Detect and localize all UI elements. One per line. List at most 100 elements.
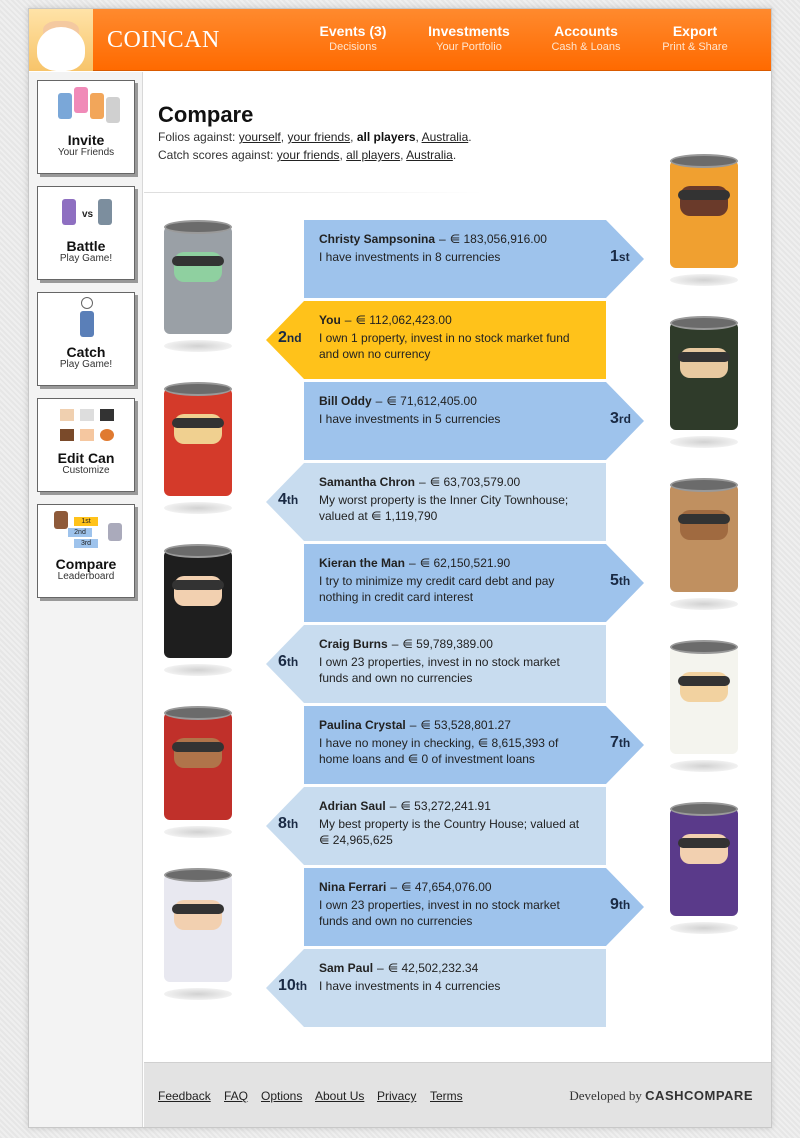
player-worth: ⋹ 53,528,801.27: [420, 718, 511, 732]
row-arrow-fill: [304, 382, 644, 460]
sidebar-compare-title: Compare: [55, 556, 117, 572]
footer-feedback-link[interactable]: Feedback: [158, 1089, 211, 1103]
rank-number: 4: [278, 491, 287, 508]
player-name: You: [319, 313, 341, 327]
folios-filter: Folios against: yourself, your friends, …: [158, 130, 472, 144]
nav-export[interactable]: Export Print & Share: [655, 23, 735, 53]
sidebar-catch-button[interactable]: Catch Play Game!: [37, 292, 135, 386]
player-description: I have investments in 8 currencies: [319, 250, 501, 264]
nav-investments[interactable]: Investments Your Portfolio: [421, 23, 517, 53]
player-can-avatar-icon[interactable]: [664, 312, 744, 448]
folios-prefix: Folios against:: [158, 130, 236, 144]
catch-friends-link[interactable]: your friends: [276, 148, 340, 162]
sidebar-battle-button[interactable]: vs Battle Play Game!: [37, 186, 135, 280]
player-can-avatar-icon[interactable]: [664, 636, 744, 772]
rank-number: 7: [610, 734, 619, 751]
player-can-avatar-icon[interactable]: [664, 474, 744, 610]
app-frame: ★ COINCAN Events (3) Decisions Investmen…: [28, 8, 772, 1128]
player-name: Craig Burns: [319, 637, 388, 651]
row-arrow-shape: [266, 787, 606, 865]
rank-number: 3: [610, 410, 619, 427]
footer-terms-link[interactable]: Terms: [430, 1089, 463, 1103]
nav-events-sub: Decisions: [329, 41, 377, 53]
nav-accounts[interactable]: Accounts Cash & Loans: [543, 23, 629, 53]
folios-yourself-link[interactable]: yourself: [238, 130, 281, 144]
app-logo[interactable]: COINCAN: [107, 27, 220, 53]
footer-options-link[interactable]: Options: [261, 1089, 303, 1103]
cashcompare-brand[interactable]: CASHCOMPARE: [645, 1088, 753, 1103]
player-description: I try to minimize my credit card debt an…: [319, 574, 555, 604]
invite-friends-icon: [38, 81, 134, 133]
player-can-avatar-icon[interactable]: [158, 864, 238, 1000]
player-can-avatar-icon[interactable]: [158, 378, 238, 514]
player-name: Kieran the Man: [319, 556, 406, 570]
folios-all-players-link[interactable]: all players: [356, 130, 416, 144]
row-arrow-shape: [304, 544, 644, 622]
rank-number: 10: [278, 977, 296, 994]
sidebar-battle-title: Battle: [66, 238, 106, 254]
row-arrow-fill: [266, 787, 606, 865]
nav-events[interactable]: Events (3) Decisions: [311, 23, 395, 53]
catch-all-players-link[interactable]: all players: [346, 148, 401, 162]
catch-sep-2: ,: [400, 148, 404, 162]
sidebar-edit-can-title: Edit Can: [57, 450, 115, 466]
folios-australia-link[interactable]: Australia: [421, 130, 469, 144]
player-can-avatar-icon[interactable]: [158, 540, 238, 676]
sidebar-edit-can-button[interactable]: Edit Can Customize: [37, 398, 135, 492]
leaderboard-icon: 1st 2nd 3rd: [38, 505, 134, 557]
rank-suffix: th: [286, 493, 299, 507]
row-arrow-shape: [266, 463, 606, 541]
folios-sep-2: ,: [350, 130, 354, 144]
folios-friends-link[interactable]: your friends: [287, 130, 351, 144]
name-dash: –: [391, 637, 399, 651]
player-worth: ⋹ 183,056,916.00: [449, 232, 547, 246]
footer-privacy-link[interactable]: Privacy: [377, 1089, 417, 1103]
player-can-avatar-icon[interactable]: [158, 216, 238, 352]
rank-label: 3rd: [610, 410, 631, 428]
player-description: I have investments in 5 currencies: [319, 412, 501, 426]
catch-coin-icon: [38, 293, 134, 345]
nav-events-title: Events (3): [319, 23, 387, 39]
row-arrow-fill: [304, 706, 644, 784]
footer-about-link[interactable]: About Us: [315, 1089, 365, 1103]
leaderboard-1st-label: 1st: [74, 517, 98, 526]
name-dash: –: [409, 556, 416, 570]
row-arrow-shape: [266, 625, 606, 703]
player-can-avatar-icon[interactable]: [664, 798, 744, 934]
rank-suffix: th: [286, 655, 299, 669]
player-description: I own 23 properties, invest in no stock …: [319, 655, 560, 685]
player-description: I own 23 properties, invest in no stock …: [319, 898, 560, 928]
folios-sep-3: ,: [415, 130, 419, 144]
player-worth: ⋹ 63,703,579.00: [429, 475, 521, 489]
player-name: Samantha Chron: [319, 475, 416, 489]
name-dash: –: [377, 961, 384, 975]
sidebar-compare-button[interactable]: 1st 2nd 3rd Compare Leaderboard: [37, 504, 135, 598]
mascot-logo-icon[interactable]: ★: [29, 9, 93, 71]
player-can-avatar-icon[interactable]: [158, 702, 238, 838]
battle-icon: vs: [38, 187, 134, 239]
footer-faq-link[interactable]: FAQ: [224, 1089, 249, 1103]
sidebar: Invite Your Friends vs Battle Play Game!…: [29, 72, 143, 1127]
sidebar-invite-button[interactable]: Invite Your Friends: [37, 80, 135, 174]
player-worth: ⋹ 112,062,423.00: [355, 313, 452, 327]
name-dash: –: [375, 394, 383, 408]
nav-accounts-title: Accounts: [554, 23, 618, 39]
sidebar-catch-title: Catch: [66, 344, 106, 360]
rank-number: 6: [278, 653, 287, 670]
catch-australia-link[interactable]: Australia: [406, 148, 453, 162]
player-can-avatar-icon[interactable]: [664, 150, 744, 286]
